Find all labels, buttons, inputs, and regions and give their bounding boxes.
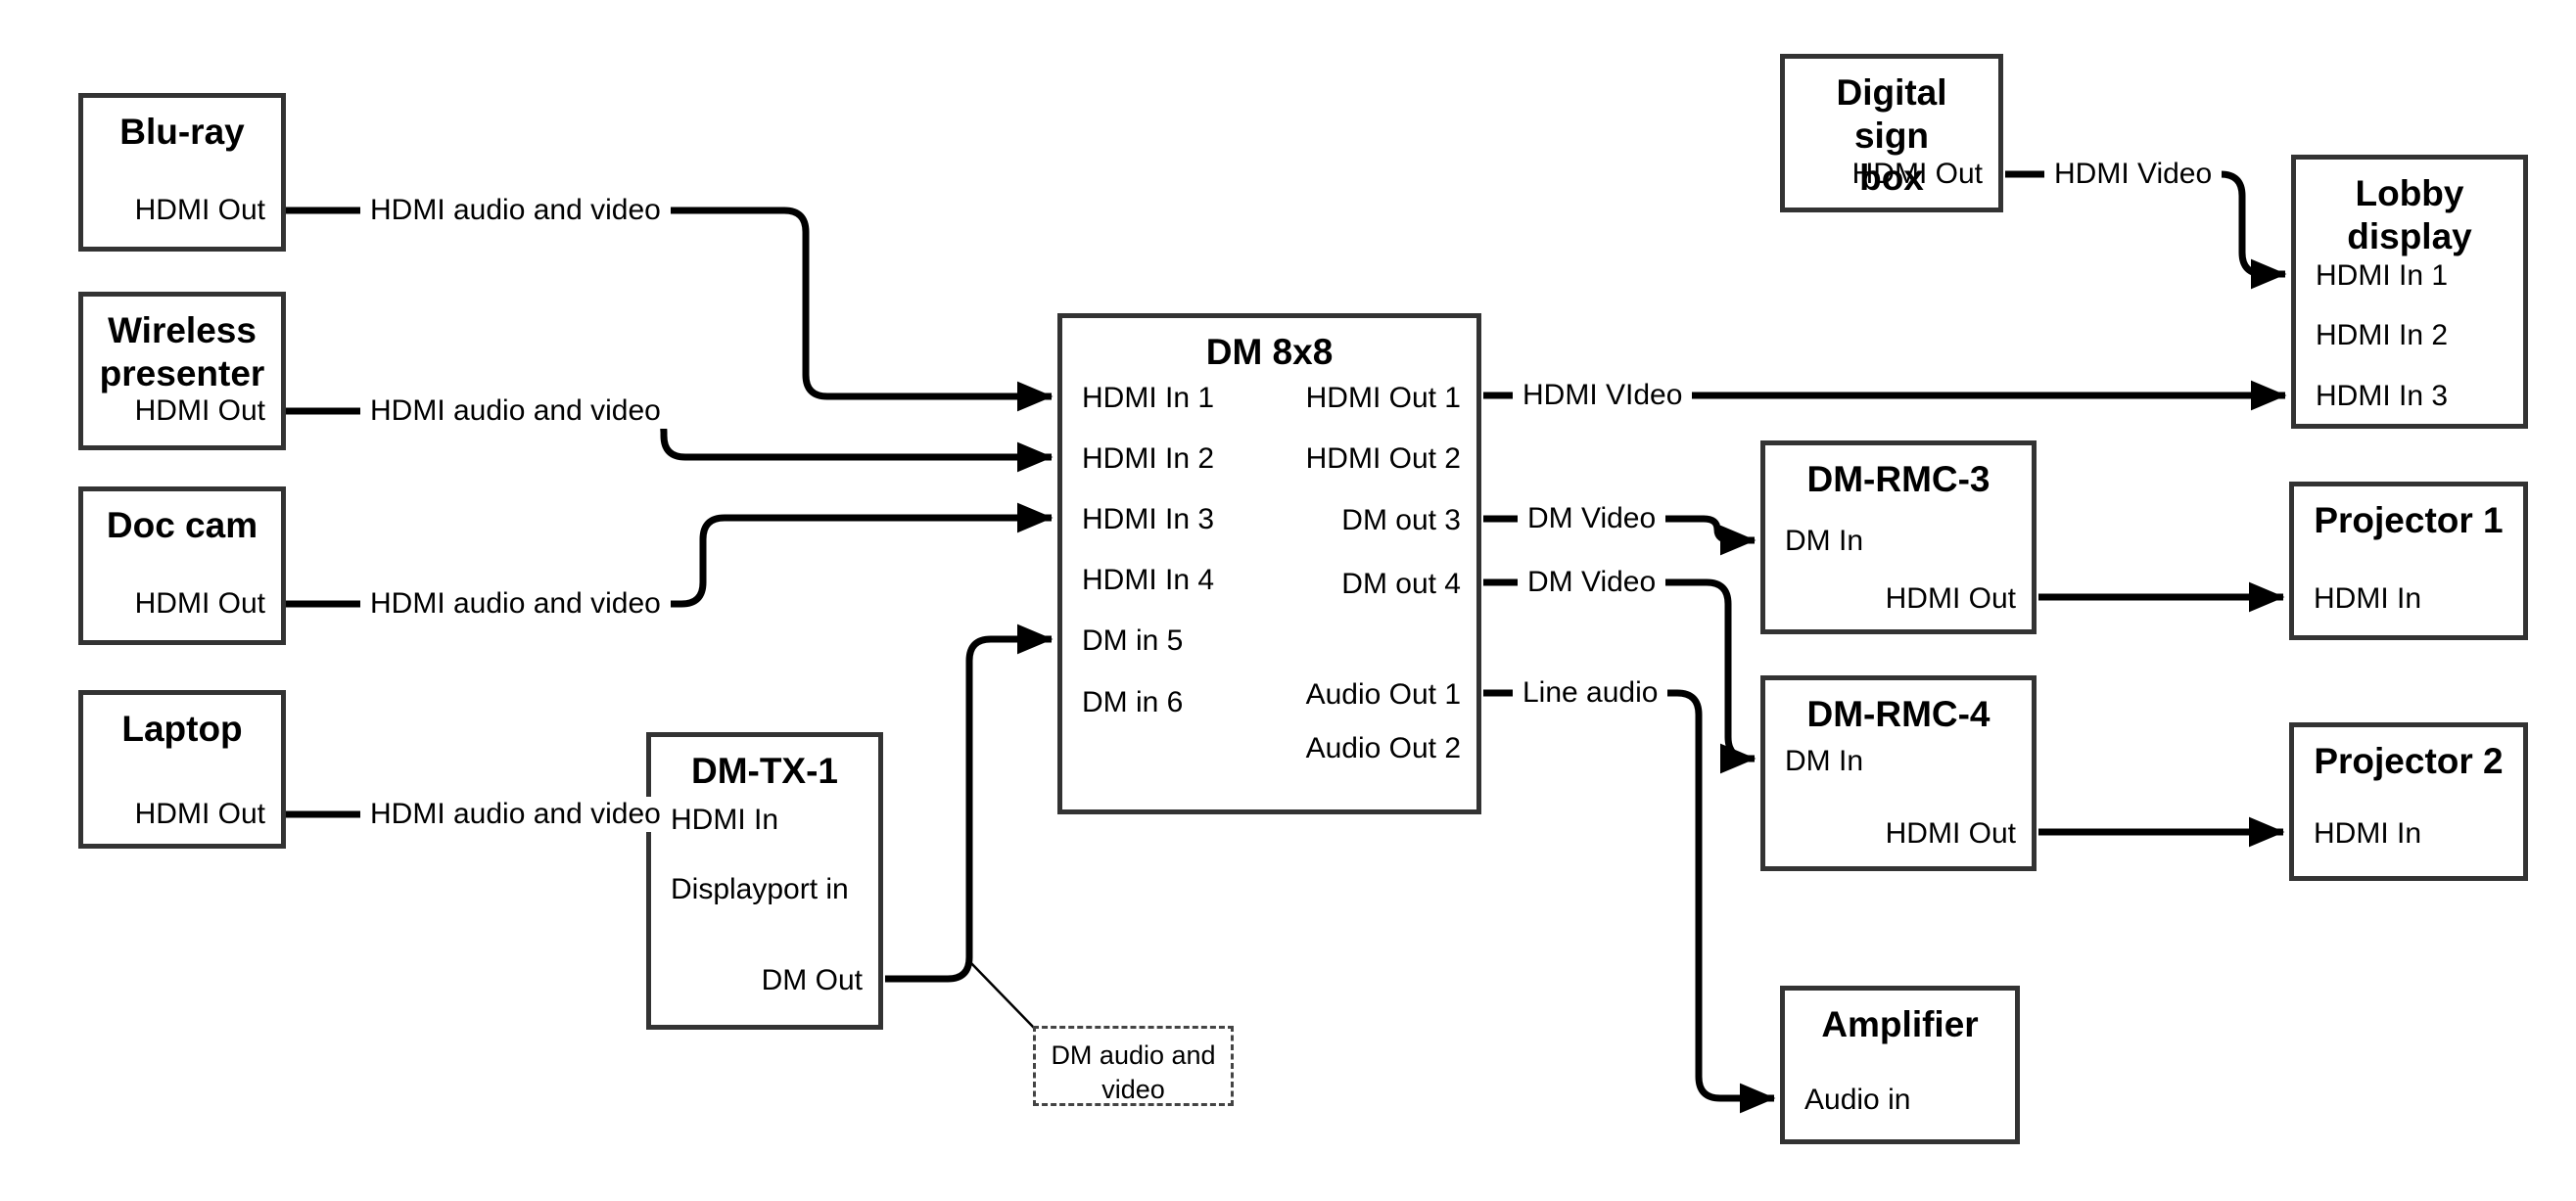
port-dm-in: DM In — [1785, 525, 1864, 557]
port-hdmi-in-1: HDMI In 1 — [1082, 382, 1215, 414]
node-projector-2: Projector 2 HDMI In — [2289, 722, 2528, 881]
edge-label-laptop: HDMI audio and video — [360, 797, 671, 832]
node-title: Blu-ray — [119, 112, 245, 152]
node-bluray: Blu-ray HDMI Out — [78, 93, 286, 252]
callout-dm-audio-video: DM audio and video — [1033, 1026, 1234, 1106]
port-hdmi-in-2: HDMI In 2 — [1082, 442, 1215, 475]
port-hdmi-out: HDMI Out — [134, 587, 265, 620]
port-hdmi-in-1: HDMI In 1 — [2316, 259, 2449, 292]
port-hdmi-out: HDMI Out — [1885, 817, 2016, 850]
port-hdmi-in: HDMI In — [2314, 817, 2422, 850]
port-audio-out-2: Audio Out 2 — [1305, 732, 1461, 764]
node-title: DM-RMC-3 — [1806, 459, 1991, 499]
node-title: Projector 1 — [2314, 500, 2504, 540]
edge-signbox-to-lobby-hdmi-in-1 — [2005, 170, 2287, 290]
node-wireless-presenter: Wireless presenter HDMI Out — [78, 292, 286, 450]
edge-label-dm-video-out3: DM Video — [1518, 501, 1666, 536]
node-title: Doc cam — [106, 505, 258, 545]
node-title: DM 8x8 — [1205, 332, 1334, 372]
port-dm-out: DM Out — [761, 964, 863, 996]
port-dm-in: DM In — [1785, 745, 1864, 777]
port-hdmi-out: HDMI Out — [134, 194, 265, 226]
port-dm-in-5: DM in 5 — [1082, 624, 1184, 657]
node-title: Projector 2 — [2314, 741, 2504, 781]
edge-bluray-to-dm8x8-hdmi-in-1 — [286, 207, 1054, 412]
port-hdmi-out: HDMI Out — [134, 798, 265, 830]
edge-doccam-to-dm8x8-hdmi-in-3 — [286, 502, 1054, 608]
port-hdmi-in: HDMI In — [671, 804, 779, 836]
port-hdmi-out: HDMI Out — [1885, 582, 2016, 615]
edge-dm8x8-audio-out-1-to-amplifier — [1483, 689, 1776, 1114]
node-amplifier: Amplifier Audio in — [1780, 986, 2020, 1144]
node-title: DM-RMC-4 — [1806, 694, 1991, 734]
port-audio-in: Audio in — [1804, 1084, 1911, 1116]
port-dm-out-3: DM out 3 — [1341, 504, 1461, 536]
port-hdmi-in: HDMI In — [2314, 582, 2422, 615]
edge-label-wireless: HDMI audio and video — [360, 393, 671, 429]
callout-leader-line — [969, 961, 1035, 1029]
edge-dm8x8-dm-out-3-to-dmrmc3-dm-in — [1483, 515, 1756, 556]
edge-label-dm-video-out4: DM Video — [1518, 565, 1666, 600]
edge-label-hdmi-video-sign: HDMI Video — [2044, 157, 2223, 192]
node-title: Digital sign box — [1836, 72, 1947, 199]
port-hdmi-in-4: HDMI In 4 — [1082, 564, 1215, 596]
edge-dmtx1-to-dm8x8-dm-in-5 — [885, 624, 1054, 983]
node-projector-1: Projector 1 HDMI In — [2289, 482, 2528, 640]
edge-dm8x8-dm-out-4-to-dmrmc4-dm-in — [1483, 578, 1756, 774]
edge-label-bluray: HDMI audio and video — [360, 193, 671, 228]
edge-label-doccam: HDMI audio and video — [360, 586, 671, 622]
port-dm-in-6: DM in 6 — [1082, 686, 1184, 718]
node-dm-rmc-3: DM-RMC-3 DM In HDMI Out — [1760, 440, 2037, 634]
port-audio-out-1: Audio Out 1 — [1305, 678, 1461, 711]
port-hdmi-in-3: HDMI In 3 — [2316, 380, 2449, 412]
port-displayport-in: Displayport in — [671, 873, 849, 905]
port-hdmi-out: HDMI Out — [134, 394, 265, 427]
node-laptop: Laptop HDMI Out — [78, 690, 286, 849]
node-title: DM-TX-1 — [690, 751, 839, 791]
edge-label-line-audio: Line audio — [1513, 675, 1668, 711]
node-title: Lobby display — [2347, 173, 2472, 256]
node-lobby-display: Lobby display HDMI In 1 HDMI In 2 HDMI I… — [2291, 155, 2528, 429]
port-hdmi-out-2: HDMI Out 2 — [1305, 442, 1461, 475]
node-dm-rmc-4: DM-RMC-4 DM In HDMI Out — [1760, 675, 2037, 871]
port-hdmi-out: HDMI Out — [1851, 158, 1983, 190]
node-digital-sign-box: Digital sign box HDMI Out — [1780, 54, 2003, 212]
port-hdmi-out-1: HDMI Out 1 — [1305, 382, 1461, 414]
node-title: Laptop — [121, 709, 243, 749]
node-title: Amplifier — [1821, 1004, 1979, 1044]
port-hdmi-in-3: HDMI In 3 — [1082, 503, 1215, 535]
port-dm-out-4: DM out 4 — [1341, 568, 1461, 600]
port-hdmi-in-2: HDMI In 2 — [2316, 319, 2449, 351]
edge-label-hdmi-video-out1: HDMI VIdeo — [1513, 378, 1693, 413]
node-dm-8x8: DM 8x8 HDMI In 1 HDMI In 2 HDMI In 3 HDM… — [1057, 313, 1481, 814]
node-dm-tx-1: DM-TX-1 HDMI In Displayport in DM Out — [646, 732, 883, 1030]
node-doc-cam: Doc cam HDMI Out — [78, 486, 286, 645]
node-title: Wireless presenter — [99, 310, 265, 393]
